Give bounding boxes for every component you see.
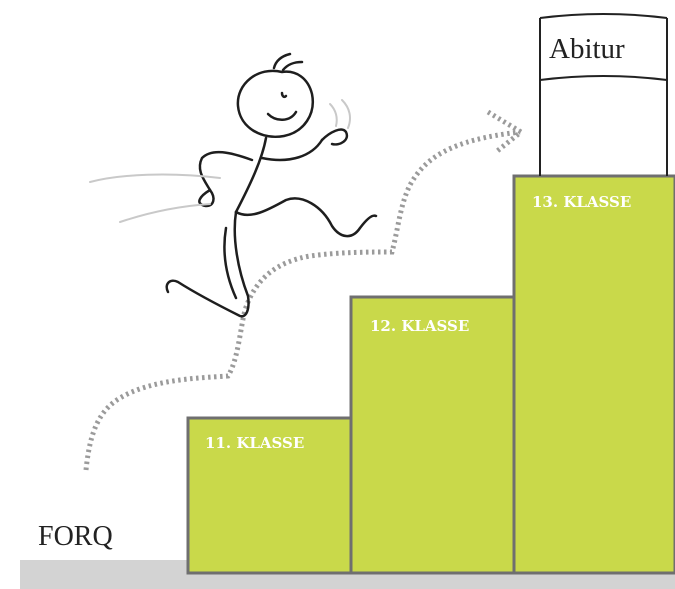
step-13-label: 13. KLASSE [532, 193, 631, 211]
step-11-block [186, 416, 353, 575]
step-12: 12. KLASSE [349, 295, 516, 575]
step-13-block [512, 174, 675, 575]
step-13: 13. KLASSE [512, 174, 675, 575]
goal-label: Abitur [549, 33, 625, 65]
step-11: 11. KLASSE [186, 416, 353, 575]
start-label: FORQ [38, 521, 113, 552]
path-arrow-head [486, 109, 526, 154]
stick-figure-icon [165, 52, 378, 318]
step-12-label: 12. KLASSE [370, 317, 469, 335]
step-11-label: 11. KLASSE [205, 434, 304, 452]
goal-banner: Abitur [539, 13, 668, 176]
motion-lines [89, 99, 351, 223]
step-12-block [349, 295, 516, 575]
